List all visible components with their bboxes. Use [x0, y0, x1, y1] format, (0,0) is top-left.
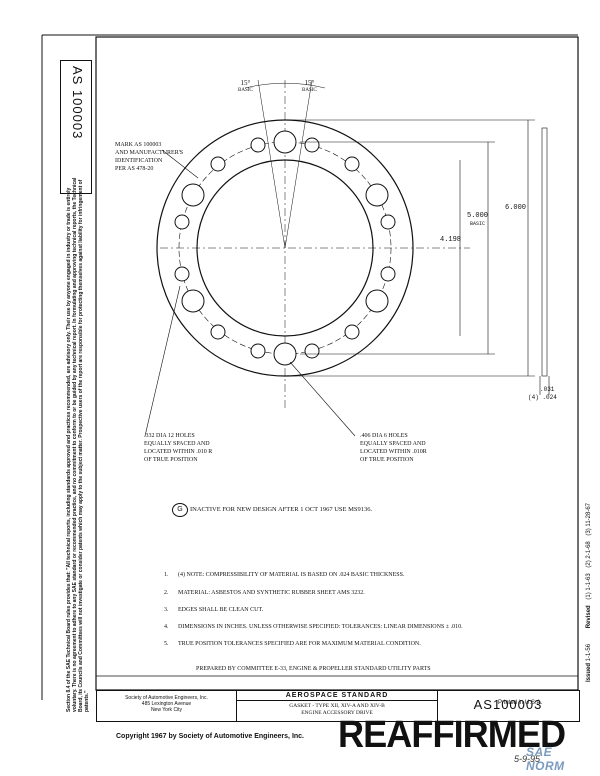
printed-note: Printed in U.S.A. [498, 700, 543, 706]
issued-value: 1-1-56 [586, 643, 592, 662]
handwritten-date: 5-9-95 [514, 754, 541, 764]
revised-value-1: (1) 1-1-63 [586, 573, 592, 600]
title-block-number: AS100003 [437, 691, 579, 721]
note-item: 4. DIMENSIONS IN INCHES. UNLESS OTHERWIS… [164, 624, 463, 630]
prepared-by: PREPARED BY COMMITTEE E-33, ENGINE & PRO… [196, 666, 431, 672]
note-item: 5. TRUE POSITION TOLERANCES SPECIFIED AR… [164, 641, 421, 647]
org-line: Society of Automotive Engineers, Inc. [125, 695, 208, 701]
title-block-description: AEROSPACE STANDARD GASKET - TYPE XII, XI… [237, 691, 438, 721]
gasket-drawing [156, 79, 470, 410]
watermark-text: SAE NORM [526, 745, 565, 773]
inactive-note: INACTIVE FOR NEW DESIGN AFTER 1 OCT 1967… [190, 506, 373, 513]
angle-right-note: BASIC [302, 88, 317, 93]
dim-bolt-circle-label: 5.000 BASIC [467, 212, 488, 228]
large-hole-callout: .406 DIA 6 HOLES EQUALLY SPACED AND LOCA… [360, 433, 427, 463]
document-number-box [60, 60, 92, 194]
title-block: Society of Automotive Engineers, Inc. 48… [96, 690, 580, 722]
dim-thickness-b: (4) .024 [528, 394, 557, 401]
disclaimer-text: Section 8.4 of the SAE Technical Board r… [66, 177, 90, 712]
standard-description: GASKET - TYPE XII, XIV-A AND XIV-B ENGIN… [237, 703, 437, 717]
description-line: GASKET - TYPE XII, XIV-A AND XIV-B [289, 703, 385, 709]
org-line: New York City [150, 707, 183, 713]
dimension-lines [285, 119, 550, 395]
note-item: 3. EDGES SHALL BE CLEAN CUT. [164, 607, 264, 613]
inactive-symbol: G [172, 503, 188, 517]
description-line: ENGINE ACCESSORY DRIVE [301, 710, 373, 716]
title-block-doc-number: AS100003 [473, 697, 543, 712]
angle-left-label: 15° BASIC [238, 80, 253, 94]
copyright: Copyright 1967 by Society of Automotive … [116, 733, 305, 740]
standard-type: AEROSPACE STANDARD [285, 692, 389, 699]
watermark-logo: SAE NORM [486, 745, 576, 773]
dim-inner-diameter: 4.198 [440, 236, 462, 244]
note-item: 2. MATERIAL: ASBESTOS AND SYNTHETIC RUBB… [164, 590, 365, 596]
revision-strip: Issued 1-1-56 Revised (1) 1-1-63 (2) 2-1… [586, 503, 592, 682]
angle-left-note: BASIC [238, 88, 253, 93]
issued-label: Issued [586, 662, 592, 682]
mark-callout: MARK AS 100003 AND MANUFACTURER'S IDENTI… [115, 142, 184, 172]
org-line: 485 Lexington Avenue [141, 701, 192, 707]
document-number: AS 100003 [70, 66, 85, 140]
small-hole-callout: .332 DIA 12 HOLES EQUALLY SPACED AND LOC… [144, 433, 213, 463]
dim-thickness-a: .031 [540, 386, 555, 393]
angle-right-value: 15° [304, 79, 315, 87]
title-block-organization: Society of Automotive Engineers, Inc. 48… [97, 691, 237, 721]
dim-bolt-circle-note: BASIC [470, 221, 486, 227]
dim-bolt-circle: 5.000 [467, 212, 489, 220]
revised-value-3: (3) 11-28-67 [586, 503, 592, 536]
revised-value-2: (2) 2-1-68 [586, 541, 592, 568]
dim-outer-diameter: 6.000 [505, 204, 527, 212]
angle-right-label: 15° BASIC [302, 80, 317, 94]
angle-left-value: 15° [240, 79, 251, 87]
reaffirmed-stamp: REAFFIRMED [338, 714, 566, 756]
note-item: 1. (4) NOTE: COMPRESSIBILITY OF MATERIAL… [164, 572, 405, 578]
revised-label: Revised [586, 605, 592, 629]
